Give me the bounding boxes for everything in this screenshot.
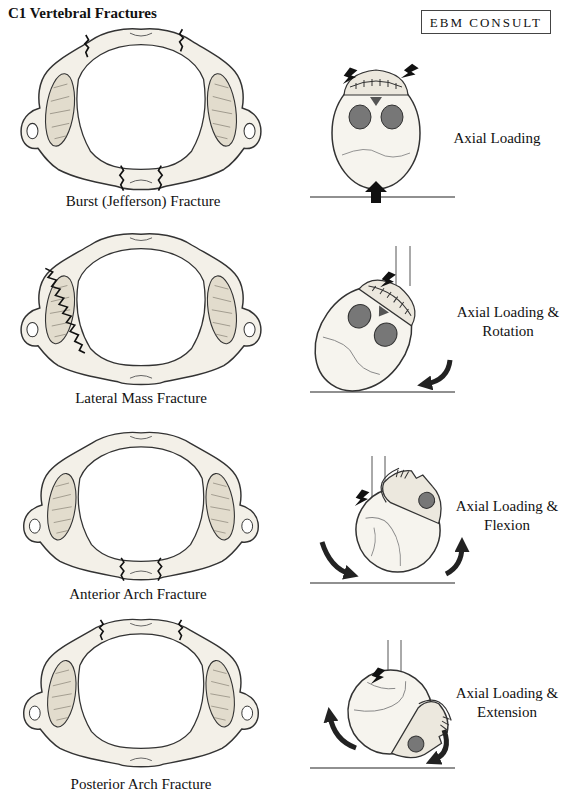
label-holder: Axial Loading & Flexion (451, 497, 563, 535)
atlas-vertebra (21, 234, 261, 385)
atlas-posterior (24, 619, 259, 766)
figure-title: C1 Vertebral Fractures (8, 5, 157, 21)
ground-line (310, 196, 455, 197)
skull (341, 457, 465, 587)
label-holder: Lateral Mass Fracture (11, 389, 271, 408)
impact-bolt (378, 270, 396, 291)
ground-line (310, 582, 455, 583)
impact-bolt (369, 666, 386, 687)
atlas-anterior (24, 432, 259, 580)
label-holder: Axial Loading & Extension (451, 684, 563, 722)
extension-arrow (434, 730, 446, 760)
neck-line (396, 246, 397, 290)
figure-label: Axial Loading & Flexion (451, 497, 563, 535)
logo-box: EBM CONSULT (421, 10, 551, 34)
label-holder: Posterior Arch Fracture (11, 775, 271, 794)
fracture-line (85, 29, 183, 190)
figure-label: Axial Loading & Extension (451, 684, 563, 722)
figure-label: Axial Loading (453, 129, 540, 148)
neck-line (410, 246, 411, 286)
neck-line (372, 456, 373, 500)
figure-label: Posterior Arch Fracture (71, 775, 212, 794)
figure-label: Burst (Jefferson) Fracture (66, 192, 221, 211)
label-holder: Anterior Arch Fracture (8, 585, 268, 604)
atlas-lateral-mass (21, 234, 261, 385)
skull (295, 262, 435, 410)
figure-label: Lateral Mass Fracture (75, 389, 207, 408)
flexion-arrow (322, 542, 350, 574)
figure-label: Anterior Arch Fracture (69, 585, 206, 604)
flexion-arrow (446, 546, 462, 574)
fracture-line (45, 268, 85, 353)
skull (331, 653, 463, 781)
logo-text: EBM CONSULT (430, 15, 542, 30)
rotation-arrow (426, 360, 450, 384)
load-arrow (365, 181, 387, 203)
atlas-vertebra (24, 432, 259, 579)
atlas-burst (21, 29, 261, 191)
atlas-vertebra (21, 29, 261, 190)
impact-bolt (353, 488, 370, 509)
title-holder: C1 Vertebral Fractures (8, 4, 157, 22)
skull (332, 70, 420, 189)
label-holder: Axial Loading & Rotation (452, 303, 564, 341)
fracture-line (100, 620, 183, 640)
ground-line (310, 391, 455, 392)
impact-bolt (399, 62, 419, 84)
label-holder: Burst (Jefferson) Fracture (13, 192, 273, 211)
figure-label: Axial Loading & Rotation (452, 303, 564, 341)
impact-bolt (341, 66, 358, 87)
fracture-line (120, 558, 161, 581)
atlas-vertebra (24, 619, 259, 766)
ground-line (310, 767, 455, 768)
label-holder: Axial Loading (437, 129, 557, 148)
extension-arrow (330, 716, 356, 748)
